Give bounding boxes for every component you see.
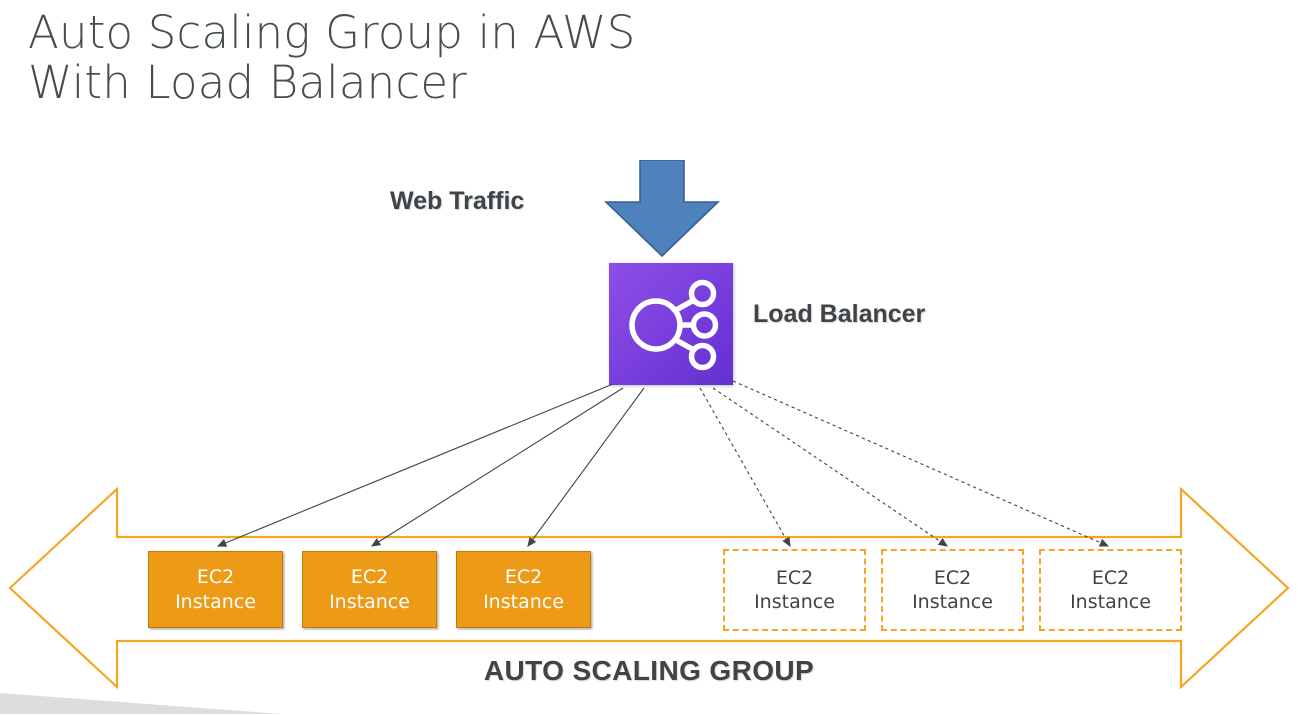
title-line-1: Auto Scaling Group in AWS [28,6,636,59]
ec2-instance-pending-3[interactable]: EC2 Instance [1039,549,1182,631]
web-traffic-label: Web Traffic [390,187,525,215]
ec2-label-line1: EC2 [775,566,814,589]
ec2-label-line2: Instance [1070,591,1151,613]
ec2-label-line2: Instance [912,591,993,613]
title-line-2: With Load Balancer [28,56,467,110]
web-traffic-arrow-down-icon [604,160,720,258]
ec2-label-line2: Instance [175,590,256,613]
ec2-instance-pending-1[interactable]: EC2 Instance [723,549,866,631]
load-balancer-icon [609,263,733,385]
ec2-instance-active-3[interactable]: EC2 Instance [456,551,591,628]
ec2-label-line1: EC2 [504,566,543,589]
ec2-label-line2: Instance [329,590,410,613]
ec2-label-line1: EC2 [350,566,389,589]
ec2-instance-pending-2[interactable]: EC2 Instance [881,549,1024,631]
load-balancer-label: Load Balancer [753,300,926,328]
ec2-instance-active-1[interactable]: EC2 Instance [148,551,283,628]
decorative-corner-wedge [0,693,282,714]
page-title: Auto Scaling Group in AWS With Load Bala… [28,6,928,110]
ec2-label-line1: EC2 [196,566,235,589]
ec2-label-line2: Instance [754,591,835,613]
auto-scaling-group-caption: AUTO SCALING GROUP [483,655,815,686]
ec2-instance-active-2[interactable]: EC2 Instance [302,551,437,628]
ec2-label-line1: EC2 [1091,566,1130,589]
ec2-label-line2: Instance [483,590,564,613]
ec2-label-line1: EC2 [933,566,972,589]
load-balancer-glyph-icon [629,279,719,371]
